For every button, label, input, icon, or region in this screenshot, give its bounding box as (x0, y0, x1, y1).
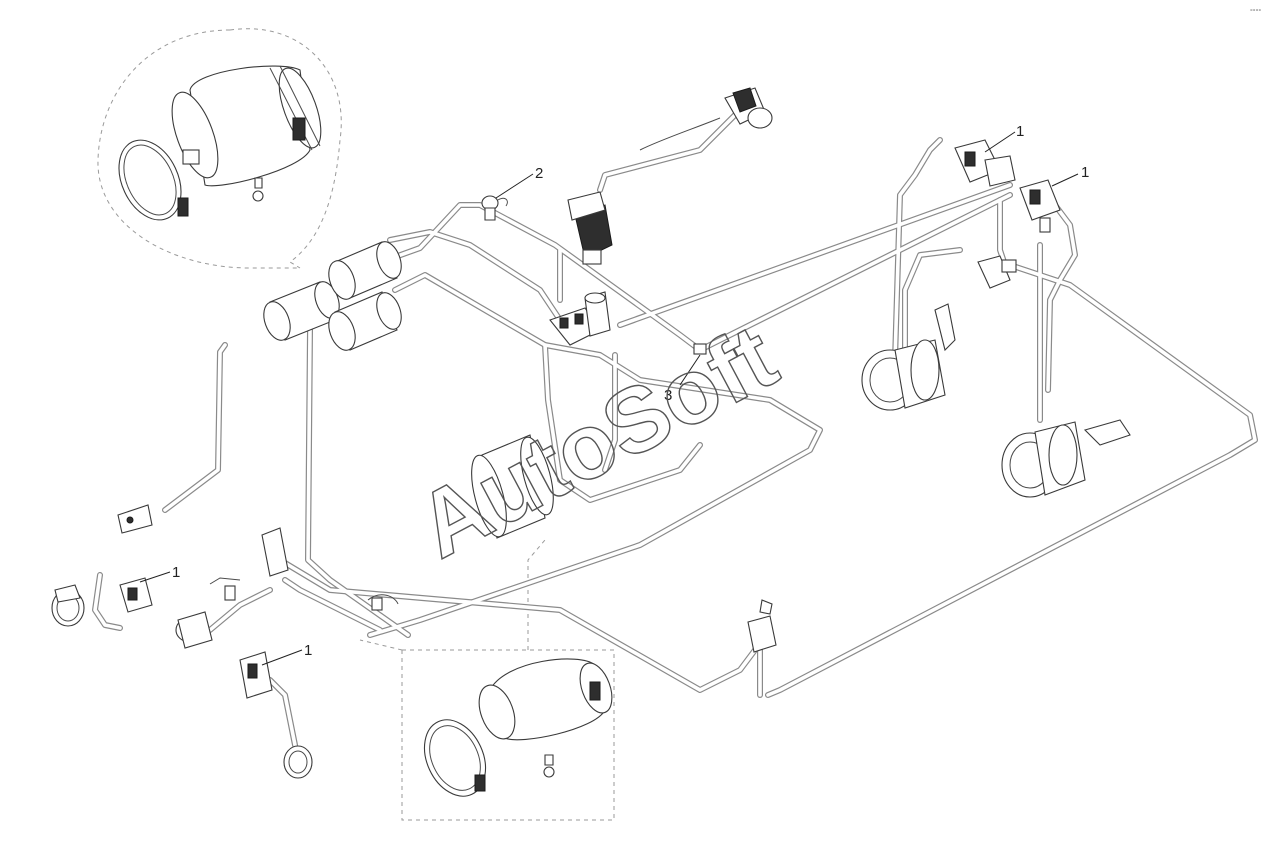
valve-front-middle (977, 255, 1017, 289)
tank-d (471, 434, 554, 539)
pressure-switch-rear (209, 577, 241, 601)
callout-valve-front-top: 1 (1016, 123, 1024, 140)
detail-circle-upper-tank (97, 28, 342, 269)
connector-3 (693, 343, 707, 355)
air-tanks (263, 241, 554, 539)
air-tank-detail-upper (118, 65, 322, 221)
tank-a (263, 281, 340, 341)
callout-labels: 1 1 1 1 2 3 (172, 123, 1089, 659)
valve-front-right (1019, 179, 1061, 233)
chamber-front-bottom (1001, 419, 1131, 498)
trailer-connector-left (117, 504, 153, 534)
callout-valve-rear-left: 1 (172, 564, 180, 581)
valve-front-top (954, 139, 1016, 187)
rear-relay-valve (175, 611, 213, 649)
four-circuit-valve (549, 291, 611, 346)
detail-box-lower-tank (401, 649, 615, 821)
drain-valve (481, 195, 508, 221)
callout-connector: 3 (664, 387, 672, 404)
central-components (481, 87, 773, 355)
valve-rear-left (119, 577, 153, 613)
pressure-switch-mid (367, 594, 399, 611)
watermark: AutoSoft (402, 305, 793, 577)
air-dryer (567, 191, 613, 265)
tank-c (328, 291, 402, 351)
rear-components (51, 504, 777, 779)
rear-junction (261, 527, 289, 577)
air-tank-detail-lower (423, 658, 613, 797)
rear-chamber-bottom (283, 745, 313, 779)
brake-chambers-front (861, 303, 1131, 498)
tank-b (328, 241, 402, 300)
trailer-valve (747, 599, 777, 653)
detail-leader-lower (359, 539, 546, 651)
corner-mark: °°°° (1250, 8, 1261, 16)
chamber-front-top (861, 303, 956, 411)
callout-drain-valve: 2 (535, 165, 543, 182)
callout-valve-rear-bottom: 1 (304, 642, 312, 659)
air-lines (92, 112, 1258, 748)
callout-valve-front-right: 1 (1081, 164, 1089, 181)
callout-leaders (139, 131, 1079, 666)
valves-front (954, 139, 1061, 289)
valve-rear-bottom (239, 651, 273, 699)
rear-chamber-left (51, 584, 85, 627)
compressor (639, 87, 773, 151)
